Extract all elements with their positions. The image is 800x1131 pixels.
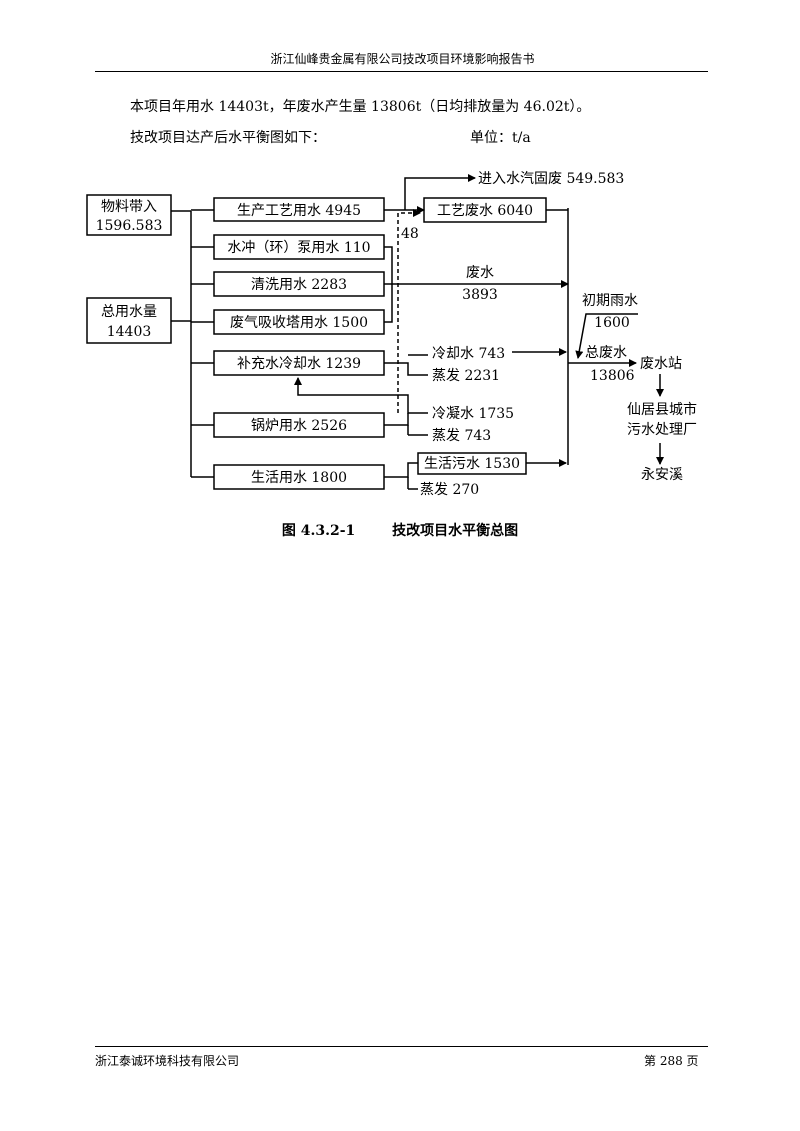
body-line-1: 本项目年用水 14403t，年废水产生量 13806t（日均排放量为 46.02… <box>130 99 591 115</box>
domestic-evap-label: 蒸发 270 <box>420 482 479 498</box>
page-number: 第 288 页 <box>644 1054 699 1068</box>
total-wastewater-label-1: 总废水 <box>585 345 627 361</box>
domestic-water-label: 生活用水 1800 <box>251 470 347 486</box>
pump-water-label: 水冲（环）泵用水 110 <box>227 240 370 256</box>
material-label-2: 1596.583 <box>96 218 163 234</box>
process-water-label: 生产工艺用水 4945 <box>237 203 361 219</box>
boiler-water-label: 锅炉用水 2526 <box>251 418 347 434</box>
material-box <box>86 194 172 236</box>
figure-number: 图 4.3.2-1 <box>281 523 356 539</box>
material-label-1: 物料带入 <box>101 199 157 215</box>
flow-48-label: 48 <box>401 226 419 242</box>
water-balance-diagram: 物料带入 1596.583 总用水量 14403 生产工艺用水 4945 水冲（… <box>86 171 697 498</box>
rain-label-2: 1600 <box>594 315 630 331</box>
river-label: 永安溪 <box>641 467 683 483</box>
footer-rule <box>95 1046 708 1047</box>
total-wastewater-label-2: 13806 <box>590 368 635 384</box>
cooling-out-label: 冷却水 743 <box>432 346 505 362</box>
process-wastewater-label: 工艺废水 6040 <box>437 203 533 219</box>
gas-tower-water-label: 废气吸收塔用水 1500 <box>230 315 368 331</box>
cooling-water-label: 补充水冷却水 1239 <box>237 356 361 372</box>
figure-title: 技改项目水平衡总图 <box>392 523 519 539</box>
domestic-sewage-label: 生活污水 1530 <box>424 456 520 472</box>
footer-company: 浙江泰诚环境科技有限公司 <box>95 1054 240 1068</box>
body-line-2: 技改项目达产后水平衡图如下： <box>130 130 326 146</box>
total-water-label-2: 14403 <box>107 324 152 340</box>
rain-label-1: 初期雨水 <box>582 292 638 309</box>
city-plant-label-2: 污水处理厂 <box>627 422 697 438</box>
total-water-label-1: 总用水量 <box>101 304 157 320</box>
unit-label: 单位：t/a <box>470 130 531 146</box>
figure-caption: 图 4.3.2-1 技改项目水平衡总图 <box>0 520 800 540</box>
page-header: 浙江仙峰贵金属有限公司技改项目环境影响报告书 <box>270 52 535 66</box>
boiler-evap-label: 蒸发 743 <box>432 428 491 444</box>
cleaning-water-label: 清洗用水 2283 <box>251 277 347 293</box>
wastewater-label-2: 3893 <box>462 287 498 303</box>
solid-waste-label: 进入水汽固废 549.583 <box>478 171 624 187</box>
city-plant-label-1: 仙居县城市 <box>627 401 697 418</box>
header-rule <box>95 71 708 72</box>
wastewater-label-1: 废水 <box>466 265 494 281</box>
cooling-evap-label: 蒸发 2231 <box>432 368 500 384</box>
condensate-label: 冷凝水 1735 <box>432 406 514 422</box>
station-label: 废水站 <box>640 356 682 372</box>
